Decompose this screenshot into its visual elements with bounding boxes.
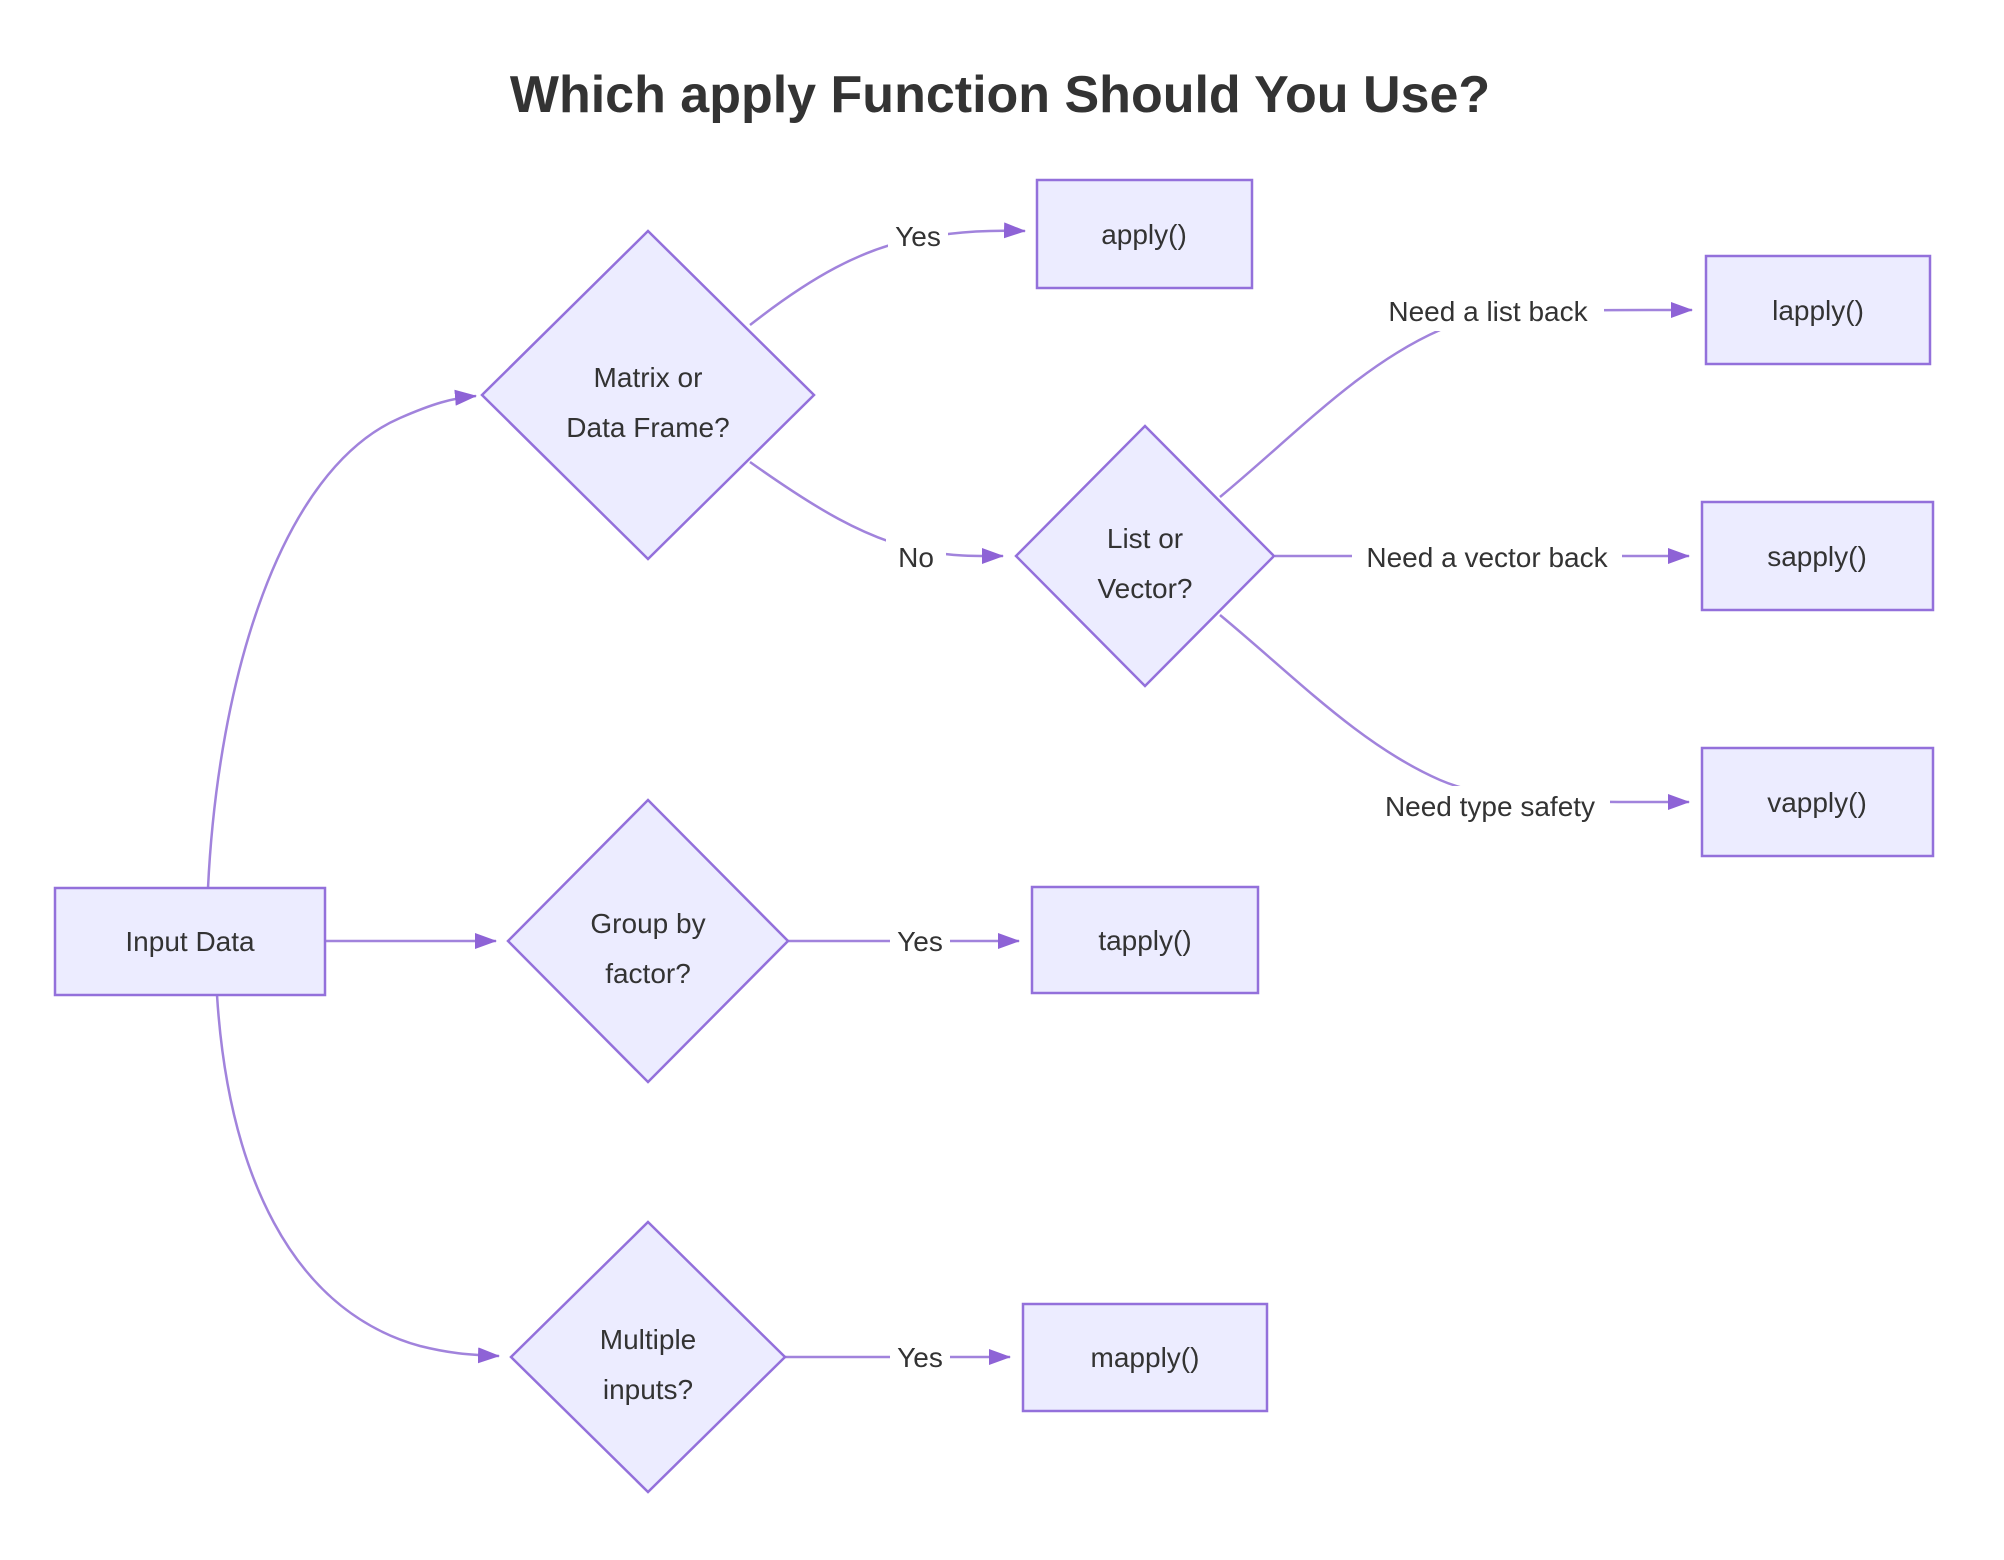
edge-label-text: Yes (897, 926, 943, 957)
node-mapply-shape (1021, 1302, 1269, 1413)
edge-matrix-yes-to-apply (749, 222, 1026, 326)
edge-label-bg (888, 216, 948, 256)
edge-label-group: Yes No Need a list back Need a vector ba… (886, 216, 1622, 1377)
edge-label-text: Yes (897, 1342, 943, 1373)
node-matrix-or-dataframe-label-line1: Matrix or (594, 362, 703, 393)
node-list-or-vector: List or Vector? (1014, 424, 1276, 688)
edge-label-bg (1372, 291, 1604, 331)
node-list-or-vector-label-line2: Vector? (1098, 573, 1193, 604)
edge-label-need-list: Need a list back (1372, 291, 1604, 331)
edge-input-to-multiple (215, 994, 500, 1364)
node-multiple-inputs-label-line1: Multiple (600, 1324, 696, 1355)
node-sapply-shape (1700, 500, 1935, 612)
node-vapply: vapply() (1700, 746, 1935, 858)
node-input-data: Input Data (53, 886, 327, 997)
edge-label-need-type-safety: Need type safety (1370, 786, 1610, 826)
edge-label-bg (890, 1337, 950, 1377)
edge-label-bg (890, 921, 950, 961)
node-matrix-or-dataframe-shape (480, 229, 816, 561)
node-multiple-inputs-label-line2: inputs? (603, 1374, 693, 1405)
node-group-by-factor: Group by factor? (506, 798, 790, 1084)
node-apply: apply() (1035, 178, 1254, 290)
edge-matrix-no-to-listvector (749, 460, 1004, 565)
edge-label-bg (1352, 537, 1622, 577)
node-mapply-label: mapply() (1091, 1342, 1200, 1373)
node-tapply-label: tapply() (1098, 925, 1191, 956)
edge-label-bg (1370, 786, 1610, 826)
node-multiple-inputs: Multiple inputs? (509, 1220, 787, 1494)
node-group-by-factor-label-line2: factor? (605, 958, 691, 989)
node-matrix-or-dataframe: Matrix or Data Frame? (480, 229, 816, 561)
edge-label-group-yes: Yes (890, 921, 950, 961)
edge-label-text: Need a vector back (1366, 542, 1608, 573)
diagram-title: Which apply Function Should You Use? (510, 66, 1490, 124)
node-lapply: lapply() (1704, 254, 1932, 366)
node-multiple-inputs-shape (509, 1220, 787, 1494)
node-apply-shape (1035, 178, 1254, 290)
edge-label-text: Need type safety (1385, 791, 1595, 822)
node-group: Input Data Matrix or Data Frame? List or… (53, 178, 1935, 1494)
node-list-or-vector-shape (1014, 424, 1276, 688)
node-tapply: tapply() (1030, 885, 1260, 995)
node-mapply: mapply() (1021, 1302, 1269, 1413)
edge-label-text: Need a list back (1388, 296, 1588, 327)
node-lapply-shape (1704, 254, 1932, 366)
edge-label-matrix-yes: Yes (888, 216, 948, 256)
node-input-data-label: Input Data (125, 926, 255, 957)
edge-input-to-matrix (206, 389, 477, 889)
node-tapply-shape (1030, 885, 1260, 995)
node-vapply-shape (1700, 746, 1935, 858)
node-vapply-label: vapply() (1767, 787, 1867, 818)
edge-label-text: No (898, 542, 934, 573)
edge-list-to-lapply (1219, 301, 1693, 498)
edge-label-multiple-yes: Yes (890, 1337, 950, 1377)
node-sapply-label: sapply() (1767, 541, 1867, 572)
node-group-by-factor-shape (506, 798, 790, 1084)
edge-label-matrix-no: No (886, 537, 946, 577)
edge-label-need-vector: Need a vector back (1352, 537, 1622, 577)
node-sapply: sapply() (1700, 500, 1935, 612)
edge-label-text: Yes (895, 221, 941, 252)
node-input-data-shape (53, 886, 327, 997)
node-matrix-or-dataframe-label-line2: Data Frame? (566, 412, 729, 443)
node-list-or-vector-label-line1: List or (1107, 523, 1183, 554)
edge-label-bg (886, 537, 946, 577)
node-group-by-factor-label-line1: Group by (590, 908, 705, 939)
node-lapply-label: lapply() (1772, 295, 1864, 326)
edge-list-to-vapply (1219, 614, 1690, 811)
node-apply-label: apply() (1101, 219, 1187, 250)
